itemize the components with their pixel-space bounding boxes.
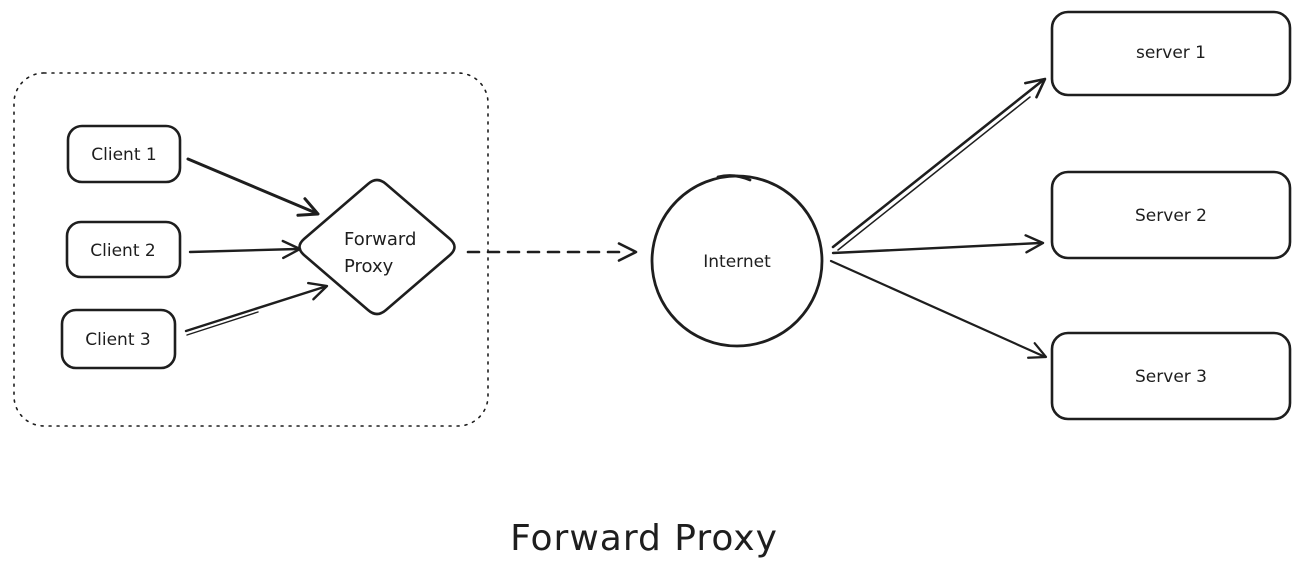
server-2-label: Server 2	[1135, 206, 1207, 226]
node-server-2: Server 2	[1050, 170, 1292, 260]
arrowhead-client2	[281, 239, 302, 260]
client-3-box	[60, 308, 177, 370]
arrowhead-proxy-internet	[617, 242, 638, 262]
clients-boundary-box	[13, 72, 489, 427]
server-1-label: server 1	[1136, 43, 1206, 63]
arrowhead-client1	[296, 197, 320, 217]
arrow-internet-to-server2	[831, 234, 1045, 255]
diagram-title: Forward Proxy	[510, 518, 778, 559]
arrowhead-server1	[1024, 77, 1047, 99]
edge-proxy-to-internet	[466, 242, 638, 262]
client-1-label: Client 1	[91, 145, 156, 165]
node-internet: Internet	[650, 174, 824, 348]
node-client-3: Client 3	[60, 308, 177, 370]
server-1-box	[1050, 10, 1292, 97]
arrowhead-client3	[307, 281, 329, 301]
arrow-internet-to-server3	[829, 259, 1048, 359]
circle-sketch-overlap	[716, 174, 752, 182]
node-forward-proxy: Forward Proxy	[298, 178, 456, 316]
client-2-box	[65, 220, 182, 279]
client-1-box	[66, 124, 182, 184]
arrow-internet-to-server1	[831, 77, 1047, 251]
node-client-2: Client 2	[65, 220, 182, 279]
forward-proxy-label-line1: Forward	[344, 229, 416, 250]
client-2-label: Client 2	[90, 241, 155, 261]
forward-proxy-label-line2: Proxy	[344, 256, 394, 277]
client-3-label: Client 3	[85, 330, 150, 350]
arrow-client3-to-proxy	[184, 281, 329, 336]
server-2-box	[1050, 170, 1292, 260]
arrow-client2-to-proxy	[188, 239, 302, 260]
node-client-1: Client 1	[66, 124, 182, 184]
internet-label: Internet	[703, 252, 771, 272]
arrowhead-server2	[1024, 234, 1045, 254]
server-3-label: Server 3	[1135, 367, 1207, 387]
node-server-1: server 1	[1050, 10, 1292, 97]
arrow-client1-to-proxy	[186, 157, 320, 217]
server-3-box	[1050, 331, 1292, 421]
forward-proxy-diamond	[298, 178, 456, 316]
node-server-3: Server 3	[1050, 331, 1292, 421]
arrowhead-server3	[1027, 342, 1048, 359]
